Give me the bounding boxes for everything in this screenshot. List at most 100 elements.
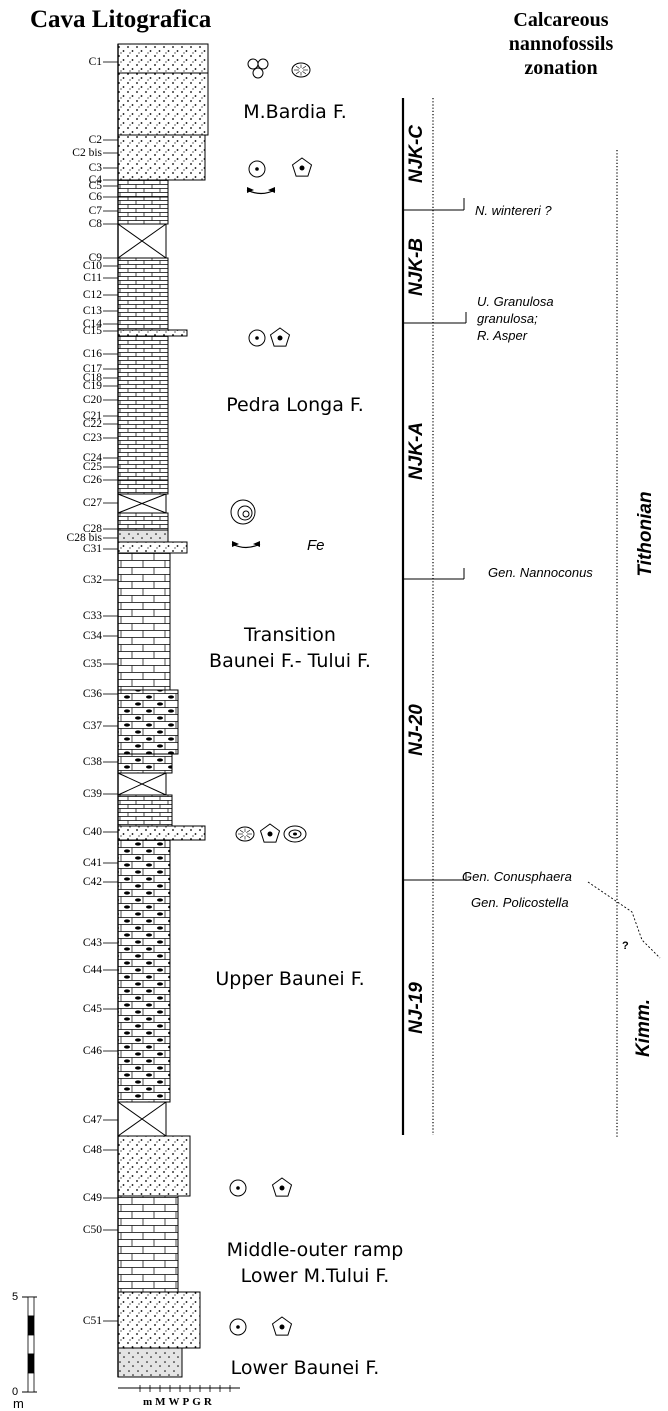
sample-label: C26: [82, 474, 102, 486]
formation-label: M.Bardia F.: [243, 101, 347, 123]
sample-label: C13: [82, 305, 102, 317]
bed: [117, 689, 179, 755]
scale-segment: [27, 1315, 35, 1336]
sample-label: C22: [82, 418, 102, 430]
fossil-symbol-ray: [302, 71, 307, 75]
scale-segment: [27, 1296, 35, 1317]
sample-label: C15: [82, 325, 102, 337]
bed: [117, 1291, 201, 1349]
formation-pedra-longa: Pedra Longa F.: [205, 392, 385, 418]
bed: [117, 179, 169, 198]
sample-label: C44: [82, 964, 102, 976]
sample-label: C28: [82, 523, 102, 535]
ammonite-symbol: [230, 499, 256, 525]
stage-kimmeridgian: Kimm.: [633, 998, 654, 1058]
sample-label: C31: [82, 543, 102, 555]
bed: [117, 335, 169, 481]
sample-label: C7: [88, 205, 102, 217]
marker-gen-conusphaera: Gen. Conusphaera: [462, 868, 572, 885]
sample-label: C2 bis: [72, 147, 102, 159]
sample-label: C8: [88, 218, 102, 230]
sample-label: C35: [82, 658, 102, 670]
zone-label: NJ-20: [406, 703, 427, 756]
fossil-symbol-ray: [246, 835, 251, 839]
sample-label: C27: [82, 497, 102, 509]
bed: [117, 1135, 191, 1197]
marker-label: granulosa;: [477, 311, 538, 326]
fossil-symbol-ray: [239, 829, 244, 833]
covered-interval-cross: [117, 493, 167, 514]
bed: [117, 825, 206, 841]
formation-m-bardia: M.Bardia F.: [210, 99, 380, 125]
sample-label: C48: [82, 1144, 102, 1156]
scale-top-label: 5: [12, 1291, 19, 1303]
bed: [117, 72, 209, 136]
sample-label: C10: [82, 260, 102, 272]
fossil-symbol: [271, 1316, 293, 1336]
sample-label: C43: [82, 937, 102, 949]
fossil-symbol: [252, 67, 264, 79]
sample-label: C34: [82, 630, 102, 642]
sample-label: C40: [82, 826, 102, 838]
bed: [117, 1347, 183, 1378]
zonation-title-line-1: Calcareous: [513, 9, 609, 31]
sample-label: C4: [88, 174, 102, 186]
sample-label: C11: [83, 272, 102, 284]
fossil-symbol-core: [279, 1324, 285, 1330]
fossil-symbol-core: [299, 165, 305, 171]
texture-scale-labels: mMWPGR: [143, 1396, 215, 1408]
ammonite-symbol: [242, 510, 250, 518]
stage-tithonian: Tithonian: [635, 491, 656, 577]
sample-label: C5: [88, 180, 102, 192]
fossil-symbol-core: [255, 336, 259, 340]
bed: [117, 529, 169, 543]
bed: [117, 839, 171, 1103]
scale-segment: [27, 1372, 35, 1393]
fossil-symbol-core: [277, 335, 283, 341]
scale-bottom-label: 0: [12, 1386, 19, 1398]
sample-label: C3: [88, 162, 102, 174]
sample-label: C46: [82, 1045, 102, 1057]
fossil-symbol: [229, 1318, 247, 1336]
sample-label: C18: [82, 372, 102, 384]
bed: [117, 794, 173, 827]
sample-label: C33: [82, 610, 102, 622]
fossil-symbol-ray: [295, 65, 300, 69]
sample-label: C16: [82, 348, 102, 360]
hardground-symbol: [253, 541, 260, 547]
scale-segment: [27, 1353, 35, 1374]
fossil-symbol-ray: [302, 65, 307, 69]
zone-label: NJK-A: [406, 421, 427, 481]
formation-upper-baunei: Upper Baunei F.: [200, 966, 380, 992]
fossil-symbol-ray: [295, 71, 300, 75]
fossil-symbol-ray: [246, 829, 251, 833]
bed: [117, 753, 173, 774]
fossil-symbol-core: [279, 1185, 285, 1191]
formation-label: Middle-outer ramp: [226, 1239, 404, 1261]
iron-annotation: Fe: [307, 537, 325, 554]
bed: [117, 512, 169, 531]
marker-gen-nannoconus: Gen. Nannoconus: [488, 564, 593, 581]
hardground-symbol: [268, 187, 275, 193]
covered-interval-cross: [117, 772, 167, 796]
sample-label: C25: [82, 461, 102, 473]
oncoid-symbol: [283, 825, 307, 843]
sample-label: C17: [82, 363, 102, 375]
sample-label: C23: [82, 432, 102, 444]
fossil-symbol: [257, 58, 269, 70]
bed: [117, 134, 206, 181]
formation-lower-baunei: Lower Baunei F.: [215, 1355, 395, 1381]
covered-interval-cross: [117, 1101, 167, 1137]
fossil-symbol: [229, 1179, 247, 1197]
fossil-symbol-core: [236, 1186, 240, 1190]
ammonite-symbol: [237, 505, 253, 521]
formation-label: Lower M.Tului F.: [240, 1265, 390, 1287]
hardground-symbol: [232, 541, 239, 547]
sample-label: C2: [88, 134, 102, 146]
bed: [117, 479, 169, 495]
sample-label: C41: [82, 857, 102, 869]
sample-label: C50: [82, 1224, 102, 1236]
fossil-symbol-core: [236, 1325, 240, 1329]
